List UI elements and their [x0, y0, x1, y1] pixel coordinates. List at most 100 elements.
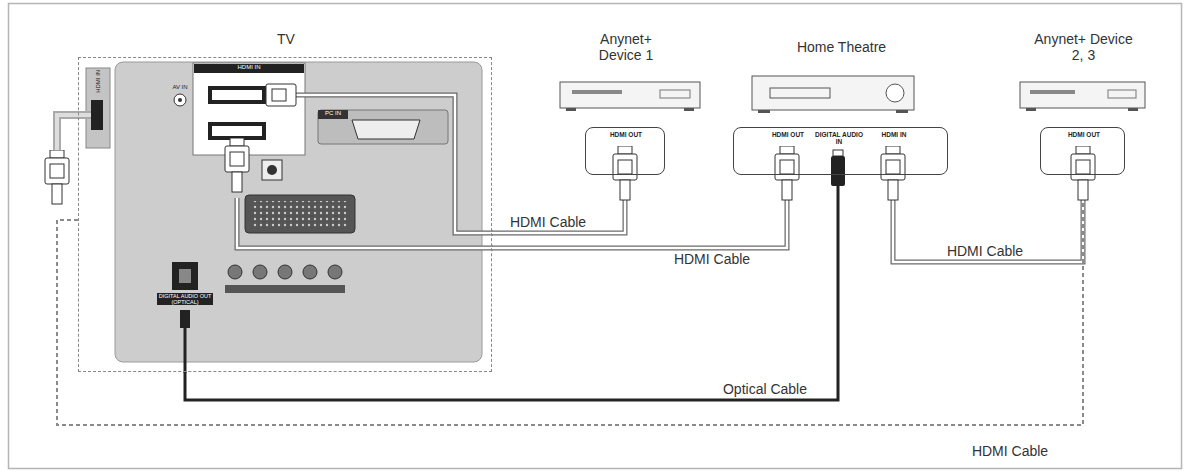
tv-internal-cable — [272, 89, 286, 101]
port-name: HDMI OUT — [1059, 131, 1109, 138]
tv-rear-panel — [115, 62, 482, 362]
device-heading: Anynet+ Device 2, 3 — [1029, 31, 1139, 63]
cable-line — [492, 175, 787, 248]
cable-line — [492, 175, 625, 233]
cable-label: HDMI Cable — [671, 251, 753, 267]
device-illustration — [1030, 90, 1075, 94]
device-illustration — [770, 88, 830, 98]
port-panel: Home TheatreHDMI OUTDIGITAL AUDIO INHDMI… — [733, 127, 948, 175]
cable-connector — [185, 175, 838, 400]
cable-plug — [613, 146, 637, 200]
tv-internal-cable — [180, 310, 190, 328]
tv-rear-panel — [208, 86, 266, 104]
tv-internal-cable — [225, 138, 249, 192]
port-label: DIGITAL AUDIO OUT (OPTICAL) — [157, 293, 213, 305]
tv-rear-panel — [252, 201, 348, 227]
tv-internal-cable — [45, 84, 493, 373]
port-label: PC IN — [318, 110, 348, 117]
cable-plug — [881, 146, 905, 200]
cable-connector — [893, 175, 1083, 262]
port-panel: Anynet+ Device 1HDMI OUT — [585, 127, 665, 175]
tv-rear-panel — [267, 165, 277, 175]
cable-connector — [492, 175, 787, 248]
device-heading: Home Theatre — [762, 39, 922, 55]
port-panel: Anynet+ Device 2, 3HDMI OUT — [1040, 127, 1125, 175]
tv-rear-panel — [253, 265, 267, 279]
tv-internal-cable — [237, 198, 493, 248]
port-name: HDMI OUT — [601, 131, 651, 138]
device-illustration — [684, 108, 694, 111]
tv-rear-panel — [193, 63, 305, 155]
device-illustration — [572, 90, 622, 94]
device-illustration — [560, 76, 1145, 113]
tv-rear-panel — [318, 110, 448, 144]
tv-internal-cable — [57, 115, 91, 152]
cable-plug — [1071, 146, 1095, 200]
tv-internal-cable — [296, 95, 493, 233]
tv-internal-cable — [57, 115, 91, 152]
cable-plug — [775, 146, 799, 200]
tv-side-panel — [91, 100, 103, 130]
tv-rear-panel — [228, 265, 242, 279]
outer-frame — [9, 4, 1182, 469]
port-name: DIGITAL AUDIO IN — [814, 131, 864, 145]
device-illustration — [886, 84, 904, 102]
tv-rear-panel — [245, 195, 355, 233]
tv-rear-panel — [174, 94, 186, 106]
tv-rear-panel — [212, 126, 262, 136]
device-illustration — [758, 110, 770, 113]
cable-label: Optical Cable — [720, 381, 810, 397]
tv-internal-cable — [45, 150, 69, 204]
tv-rear-panel — [303, 265, 317, 279]
device-illustration — [660, 90, 690, 98]
cable-line — [893, 175, 1083, 262]
port-name: HDMI OUT — [763, 131, 813, 138]
cable-label: HDMI Cable — [944, 243, 1026, 259]
device-illustration — [566, 108, 576, 111]
device-illustration — [896, 110, 908, 113]
cable-plug — [613, 146, 1095, 200]
port-label: HDMI IN — [194, 64, 304, 71]
tv-rear-panel — [178, 98, 182, 102]
tv-internal-cable — [296, 95, 493, 233]
tv-rear-panel — [328, 265, 342, 279]
tv-rear-panel — [172, 262, 198, 290]
device-illustration — [752, 76, 914, 110]
device-heading: Anynet+ Device 1 — [583, 31, 669, 63]
tv-rear-panel — [212, 90, 262, 100]
port-label: HDMI IN — [95, 57, 102, 105]
cable-line — [492, 175, 625, 233]
cable-connector — [492, 175, 625, 233]
tv-rear-panel — [225, 285, 345, 293]
tv-internal-cable — [184, 326, 187, 373]
cable-label: HDMI Cable — [507, 214, 589, 230]
device-illustration — [1108, 90, 1136, 98]
cable-label: HDMI Cable — [969, 443, 1051, 459]
tv-rear-panel — [318, 110, 348, 119]
tv-rear-panel — [278, 265, 292, 279]
tv-internal-cable — [237, 198, 493, 248]
device-illustration — [560, 82, 700, 108]
outer-frame — [9, 4, 1182, 469]
tv-internal-cable — [266, 84, 296, 106]
cable-line — [492, 175, 787, 248]
tv-rear-panel — [352, 120, 420, 139]
cable-plug — [831, 156, 845, 186]
tv-rear-panel — [179, 269, 191, 283]
tv-rear-panel — [208, 122, 266, 140]
device-illustration — [1020, 82, 1145, 108]
tv-rear-panel — [194, 64, 304, 73]
port-name: HDMI IN — [869, 131, 919, 138]
cable-line — [185, 175, 838, 400]
port-label: AV IN — [163, 84, 197, 91]
cable-plug — [833, 150, 843, 156]
device-illustration — [1128, 108, 1138, 111]
port-panel-fill — [585, 127, 1125, 175]
tv-rear-panel — [262, 160, 282, 180]
device-illustration — [1026, 108, 1036, 111]
tv-outline: TV — [78, 57, 492, 372]
cable-line — [893, 175, 1083, 262]
tv-rear-panel — [115, 62, 482, 362]
device-heading: TV — [246, 31, 326, 47]
